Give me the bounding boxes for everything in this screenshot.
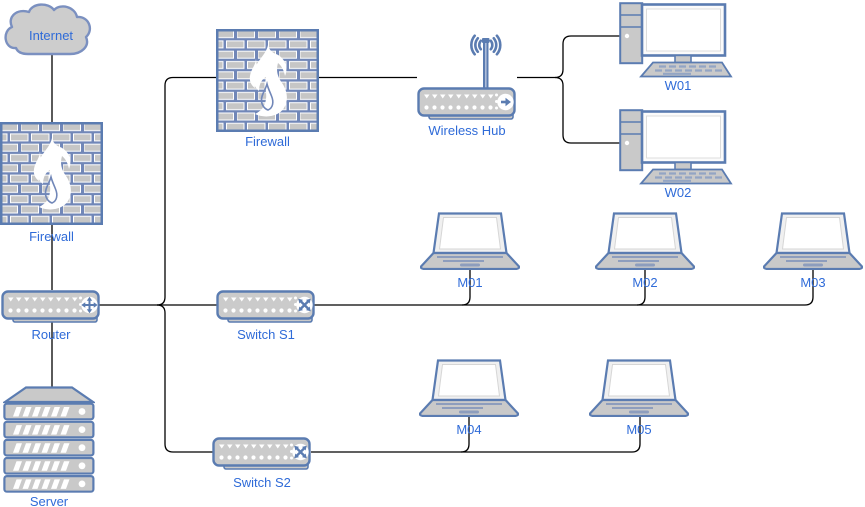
node-wireless-hub[interactable]: Wireless Hub — [417, 28, 517, 138]
node-m03[interactable]: M03 — [763, 212, 863, 290]
router-icon — [1, 290, 100, 324]
edge-s1-bus-m03 — [314, 269, 814, 306]
node-label: Switch S2 — [233, 475, 291, 490]
node-m02[interactable]: M02 — [595, 212, 695, 290]
edge-s1-m02 — [636, 269, 646, 306]
node-label: W02 — [664, 185, 692, 200]
workstation-icon — [619, 109, 733, 185]
node-internet[interactable]: Internet — [4, 3, 98, 57]
node-router[interactable]: Router — [1, 290, 101, 342]
workstation-icon — [619, 2, 733, 78]
switch-icon — [216, 290, 315, 324]
node-label: M01 — [457, 275, 483, 290]
node-label: W01 — [664, 78, 692, 93]
edge-hub-w02 — [554, 76, 620, 144]
node-m05[interactable]: M05 — [589, 359, 689, 437]
node-m04[interactable]: M04 — [419, 359, 519, 437]
wireless-hub-icon — [417, 34, 516, 121]
node-w02[interactable]: W02 — [619, 109, 737, 200]
edge-s2-bus-m05 — [311, 416, 641, 453]
node-label: Firewall — [245, 134, 290, 149]
edge-router-switch-s2 — [156, 304, 213, 453]
edge-router-firewall2-hub — [156, 76, 417, 306]
node-firewall-1[interactable]: Firewall — [0, 122, 103, 244]
node-label: M03 — [800, 275, 826, 290]
laptop-icon — [589, 359, 689, 417]
node-w01[interactable]: W01 — [619, 2, 737, 93]
node-m01[interactable]: M01 — [420, 212, 520, 290]
laptop-icon — [595, 212, 695, 270]
edge-s1-m01 — [461, 269, 471, 306]
node-server[interactable]: Server — [3, 385, 95, 507]
node-label: Wireless Hub — [428, 123, 506, 138]
laptop-icon — [763, 212, 863, 270]
laptop-icon — [420, 212, 520, 270]
edge-hub-w01 — [554, 35, 620, 79]
node-switch-s2[interactable]: Switch S2 — [212, 437, 312, 490]
edge-s2-m04 — [460, 416, 470, 453]
node-label: Router — [31, 327, 71, 342]
server-icon — [3, 386, 95, 493]
node-label: M04 — [456, 422, 482, 437]
node-label: Firewall — [29, 229, 74, 244]
laptop-icon — [419, 359, 519, 417]
switch-icon — [212, 437, 311, 471]
node-label: M05 — [626, 422, 652, 437]
node-label: Internet — [28, 28, 74, 43]
node-label: M02 — [632, 275, 658, 290]
node-label: Server — [29, 494, 69, 507]
node-label: Switch S1 — [237, 327, 295, 342]
firewall-icon — [216, 29, 319, 132]
node-switch-s1[interactable]: Switch S1 — [216, 290, 316, 342]
node-firewall-2[interactable]: Firewall — [216, 29, 319, 149]
firewall-icon — [0, 122, 103, 225]
